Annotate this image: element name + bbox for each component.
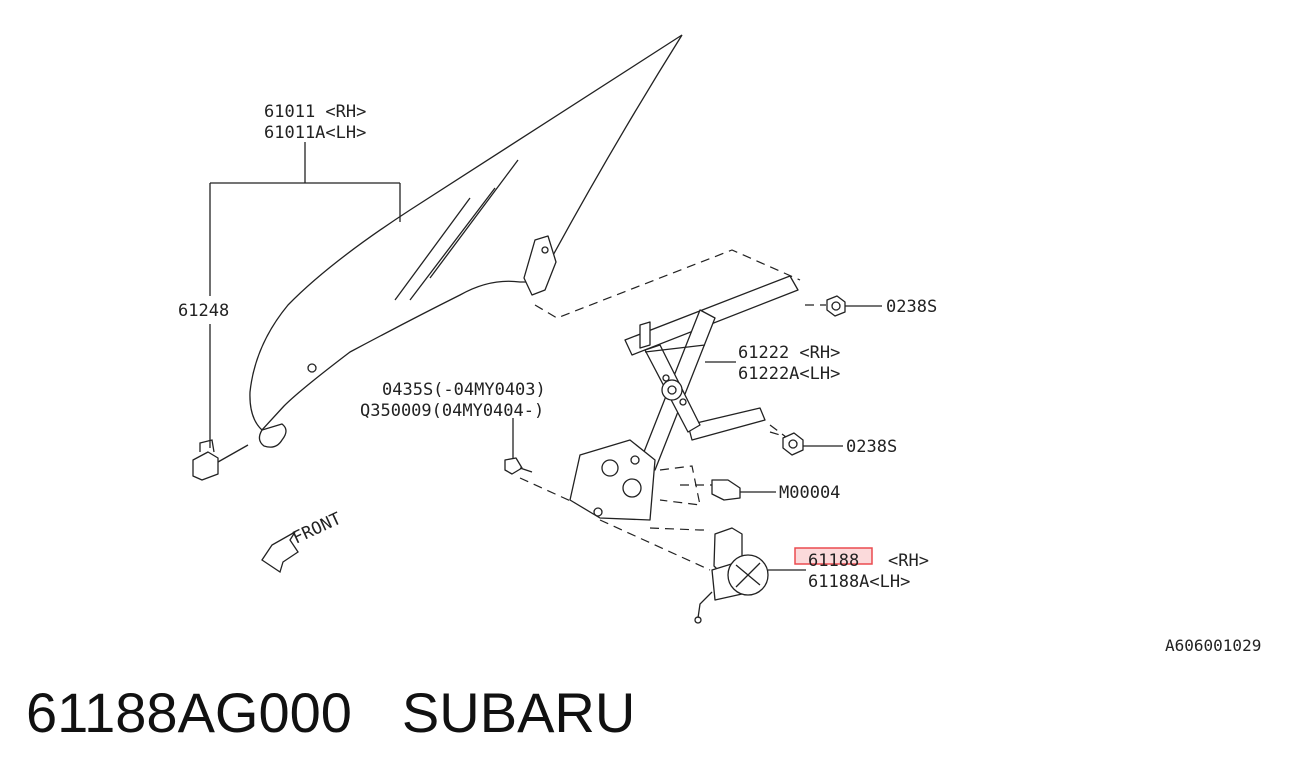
window-motor [694, 527, 806, 624]
highlight-box [794, 547, 873, 565]
figure-code: A606001029 [1165, 636, 1261, 655]
label-nut-top: 0238S [886, 297, 937, 317]
label-bolt-a: 0435S(-04MY0403) [382, 380, 546, 400]
label-bolt-m: M00004 [779, 483, 840, 503]
label-nut-mid: 0238S [846, 437, 897, 457]
door-glass [249, 34, 683, 448]
window-regulator [569, 275, 799, 521]
part-title: 61188AG000 SUBARU [26, 680, 635, 745]
part-number: 61188AG000 [26, 681, 352, 744]
label-regulator-rh: 61222 <RH> [738, 343, 840, 363]
brand-name: SUBARU [401, 681, 636, 744]
label-bolt-b: Q350009(04MY0404-) [360, 401, 544, 421]
clip-part [192, 439, 219, 481]
label-motor-lh: 61188A<LH> [808, 572, 910, 592]
fasteners [504, 295, 882, 501]
label-glass-rh: 61011 <RH> [264, 102, 366, 122]
parts-diagram: FRONT 61011 <RH> 61011A<LH> 61248 0238S … [178, 34, 1261, 655]
front-arrow-icon: FRONT [261, 509, 345, 574]
label-clip: 61248 [178, 301, 229, 321]
label-motor-rh-number: 61188 [808, 551, 859, 571]
label-regulator-lh: 61222A<LH> [738, 364, 840, 384]
label-motor-rh-side: <RH> [888, 551, 929, 571]
glass-leaders [209, 142, 401, 463]
label-glass-lh: 61011A<LH> [264, 123, 366, 143]
front-label: FRONT [290, 509, 345, 549]
